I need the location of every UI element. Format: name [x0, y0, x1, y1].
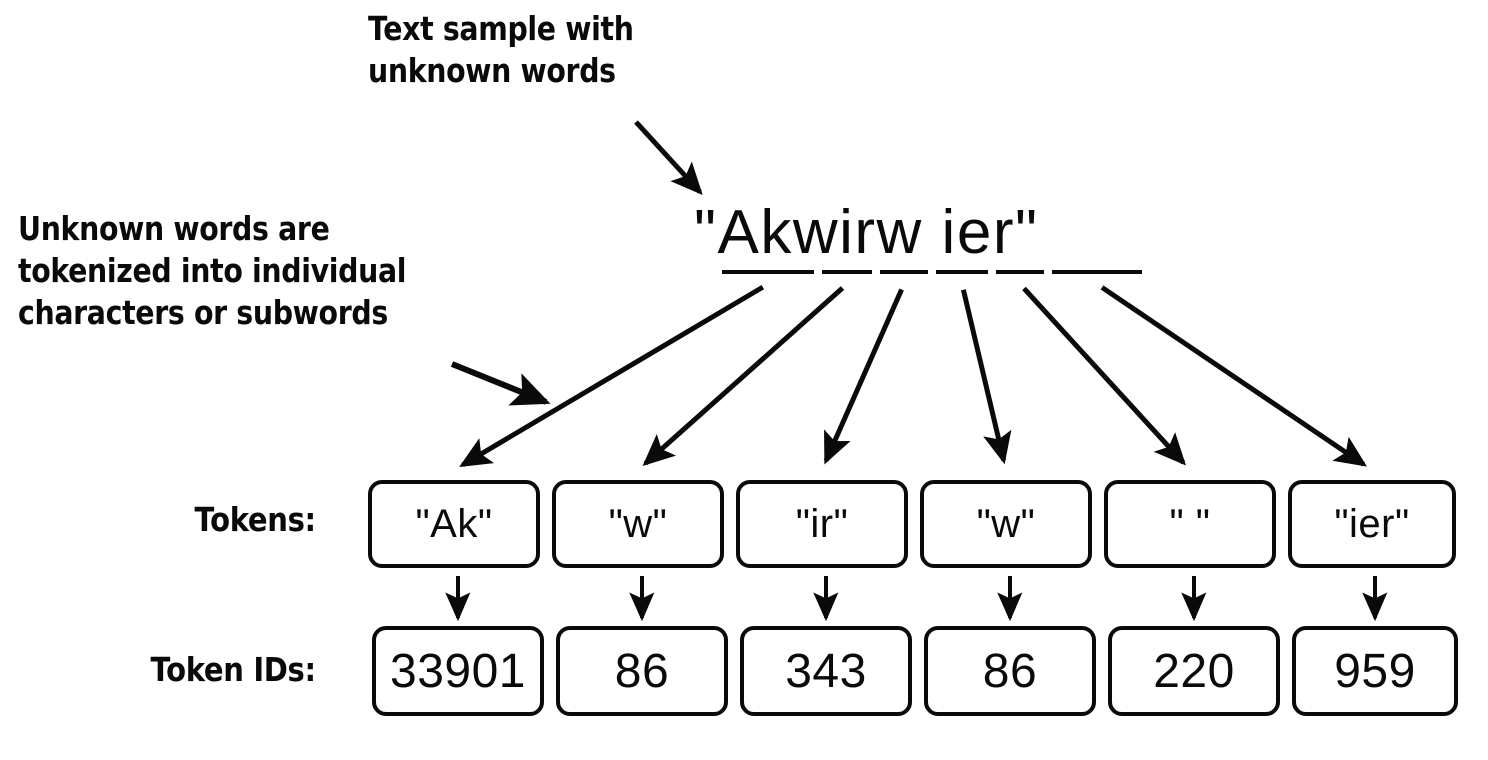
token-id-box: 33901 — [372, 626, 544, 716]
token-id-box: 86 — [924, 626, 1096, 716]
token-id-box: 343 — [740, 626, 912, 716]
arrow-segment-to-token-2 — [823, 288, 904, 465]
underline-segment-3 — [936, 270, 988, 274]
underline-segment-4 — [996, 270, 1044, 274]
arrow-note-to-tokens — [450, 361, 551, 406]
arrow-segment-to-token-5 — [1100, 285, 1368, 467]
token-box: "ir" — [736, 480, 908, 568]
underline-segment-1 — [822, 270, 872, 274]
fanout-arrows — [459, 284, 1368, 468]
text-sample-string: "Akwirw ier" — [694, 198, 1039, 267]
token-box: "Ak" — [368, 480, 540, 568]
token-box: " " — [1104, 480, 1276, 568]
underline-segment-2 — [880, 270, 928, 274]
arrow-segment-to-token-1 — [642, 286, 845, 467]
arrow-title-to-sample — [634, 120, 703, 195]
token-id-box: 86 — [556, 626, 728, 716]
arrow-segment-to-token-3 — [960, 289, 1012, 465]
annotation-unknown-words-note: Unknown words are tokenized into individ… — [18, 209, 407, 332]
token-box: "ier" — [1288, 480, 1456, 568]
underline-segment-5 — [1052, 270, 1142, 274]
token-box: "w" — [552, 480, 724, 568]
token-to-id-arrows — [445, 576, 1388, 622]
text-sample: "Akwirw ier" — [694, 196, 1038, 280]
token-id-box: 220 — [1108, 626, 1280, 716]
underline-segment-0 — [722, 270, 814, 274]
annotation-text-sample-title: Text sample with unknown words — [368, 9, 634, 90]
arrow-segment-to-token-0 — [459, 284, 765, 468]
token-box: "w" — [920, 480, 1092, 568]
token-id-box: 959 — [1292, 626, 1458, 716]
arrow-segment-to-token-4 — [1022, 286, 1186, 466]
row-label-token-ids: Token IDs: — [150, 650, 317, 689]
row-label-tokens: Tokens: — [194, 500, 317, 539]
